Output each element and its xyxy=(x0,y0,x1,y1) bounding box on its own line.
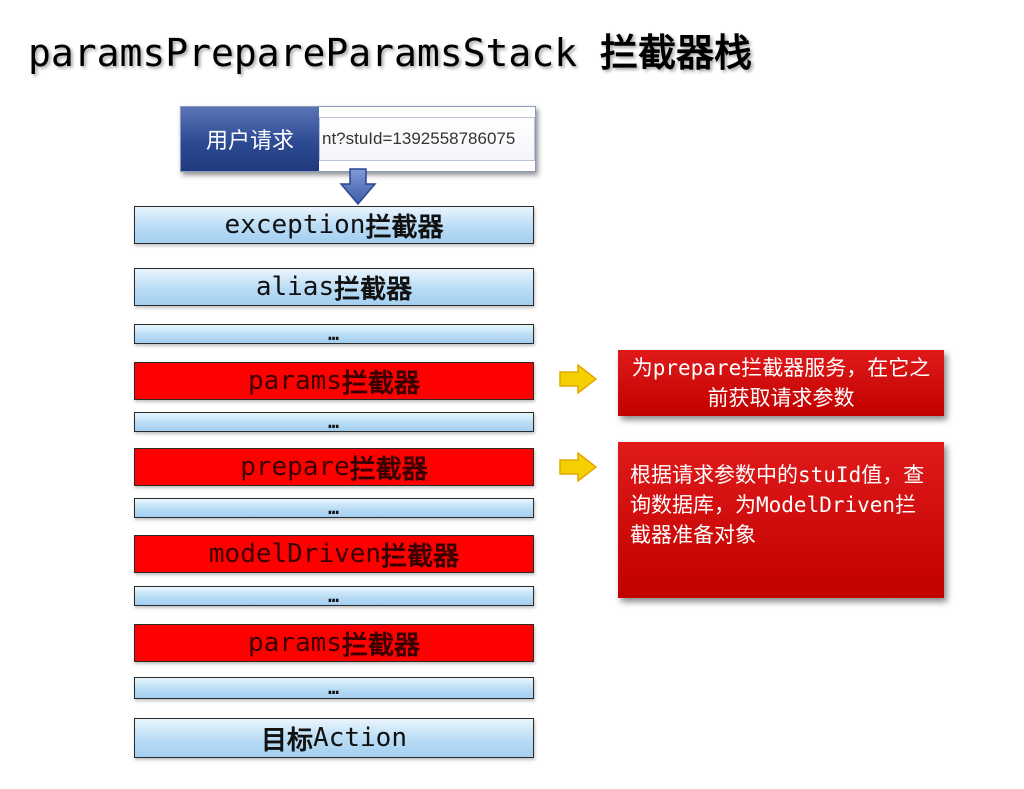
user-request-box: 用户请求 nt?stuId=1392558786075 xyxy=(180,106,536,172)
prepare-note: 为prepare拦截器服务，在它之前获取请求参数 xyxy=(618,350,944,416)
stack-item-ellipsis: … xyxy=(134,586,534,607)
right-arrow-icon xyxy=(559,364,598,394)
stack-item-ellipsis: … xyxy=(134,324,534,345)
stack-item-ellipsis: … xyxy=(134,412,534,433)
title-cn: 拦截器栈 xyxy=(599,31,752,75)
title-code: paramsPrepareParamsStack xyxy=(28,31,600,75)
stack-item-ellipsis: … xyxy=(134,498,534,519)
right-arrow-icon xyxy=(559,452,598,482)
request-url-field: nt?stuId=1392558786075 xyxy=(319,117,535,161)
user-request-label: 用户请求 xyxy=(181,107,319,171)
page-title: paramsPrepareParamsStack 拦截器栈 xyxy=(28,22,752,77)
stack-item-ellipsis: … xyxy=(134,677,534,699)
modeldriven-note: 根据请求参数中的stuId值，查询数据库，为ModelDriven拦截器准备对象 xyxy=(618,442,944,598)
down-arrow-icon xyxy=(339,168,377,206)
